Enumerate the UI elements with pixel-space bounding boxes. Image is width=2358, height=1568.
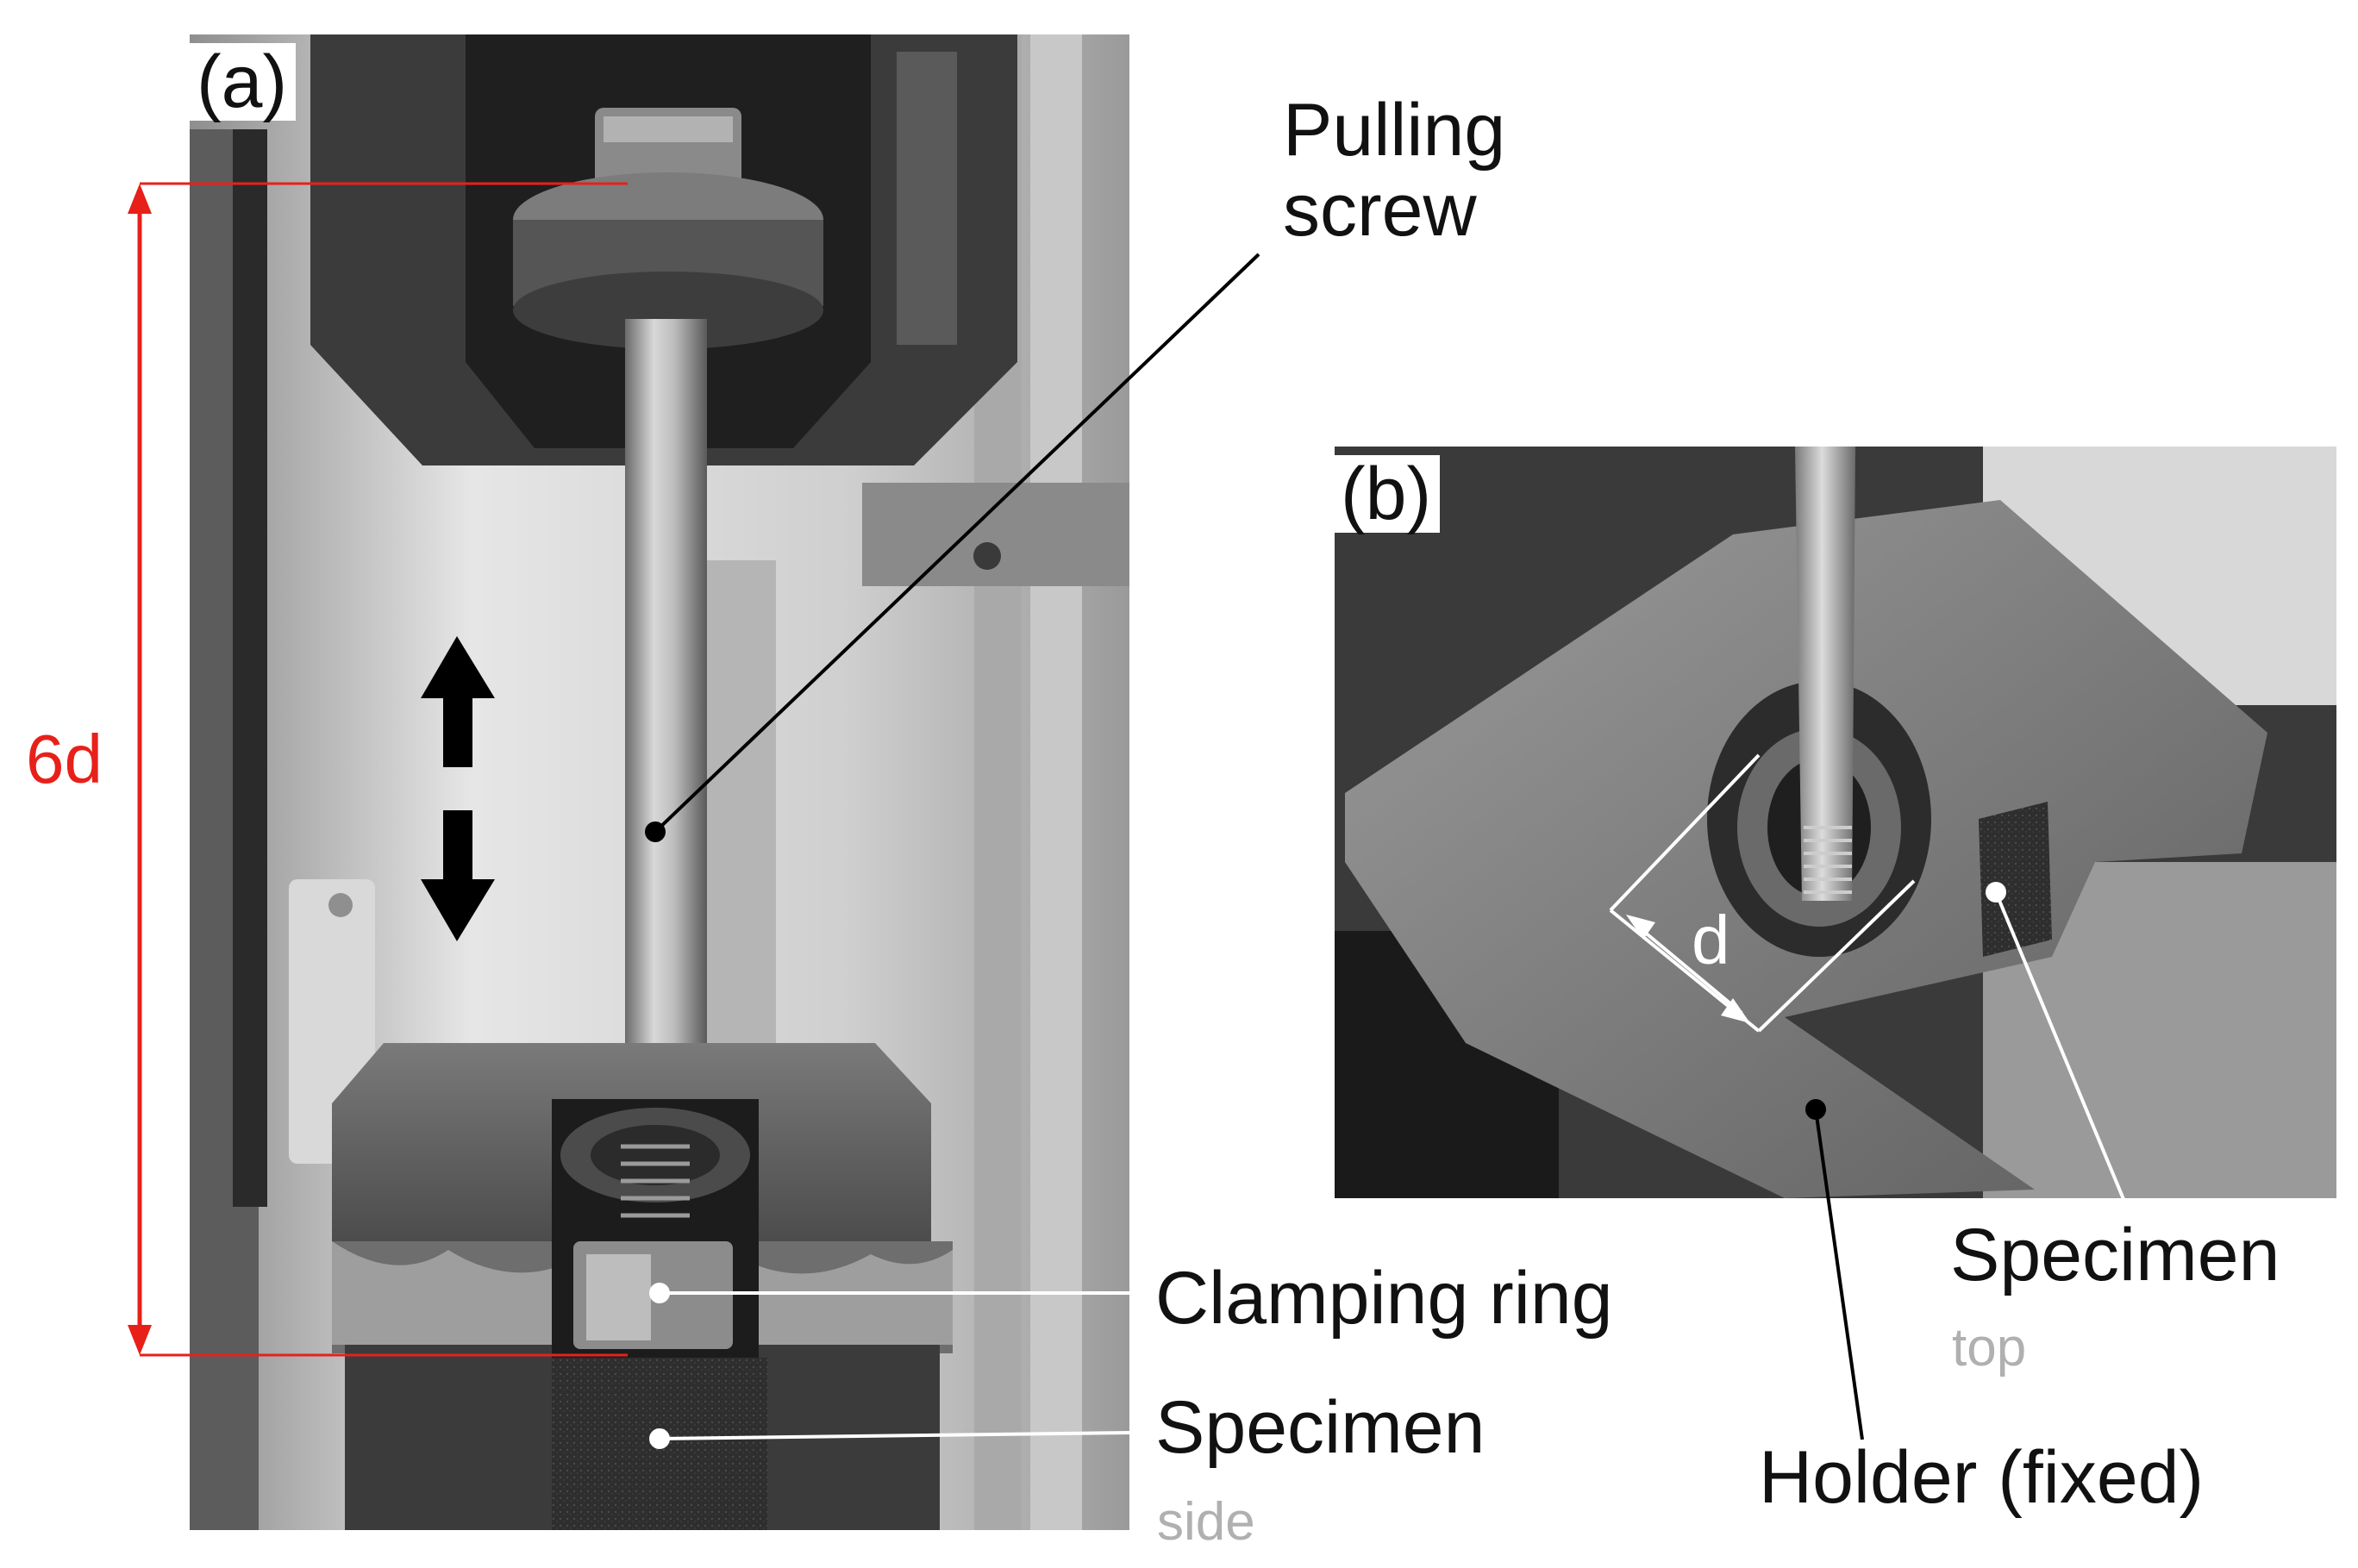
clamping-ring-label: Clamping ring (1155, 1257, 1613, 1340)
leader-specimen-top (1986, 882, 2136, 1225)
dimension-d-label: d (1692, 902, 1730, 978)
photo-panel-a (190, 34, 1129, 1530)
holder-label: Holder (fixed) (1759, 1436, 2205, 1519)
specimen-side-sublabel: side (1157, 1492, 1255, 1552)
d-arrowhead-bottom (1721, 998, 1750, 1023)
dimension-d (1609, 753, 1916, 1033)
d-arrowhead-top (1626, 915, 1655, 940)
panel-a-tag: (a) (188, 43, 297, 121)
leader-pulling-screw (645, 253, 1260, 842)
specimen-top-label: Specimen (1950, 1214, 2280, 1296)
specimen-top-sublabel: top (1952, 1318, 2027, 1377)
panel-b-tag: (b) (1332, 455, 1441, 533)
photo-panel-b (1335, 447, 2336, 1198)
dimension-6d (128, 182, 628, 1357)
leader-holder (1805, 1099, 1864, 1440)
leader-clamping-ring (649, 1283, 1131, 1303)
pulling-screw-label: Pulling screw (1283, 89, 1506, 252)
specimen-side-label: Specimen (1155, 1386, 1485, 1469)
dimension-6d-label: 6d (26, 721, 103, 797)
leader-specimen-side (649, 1428, 1132, 1449)
